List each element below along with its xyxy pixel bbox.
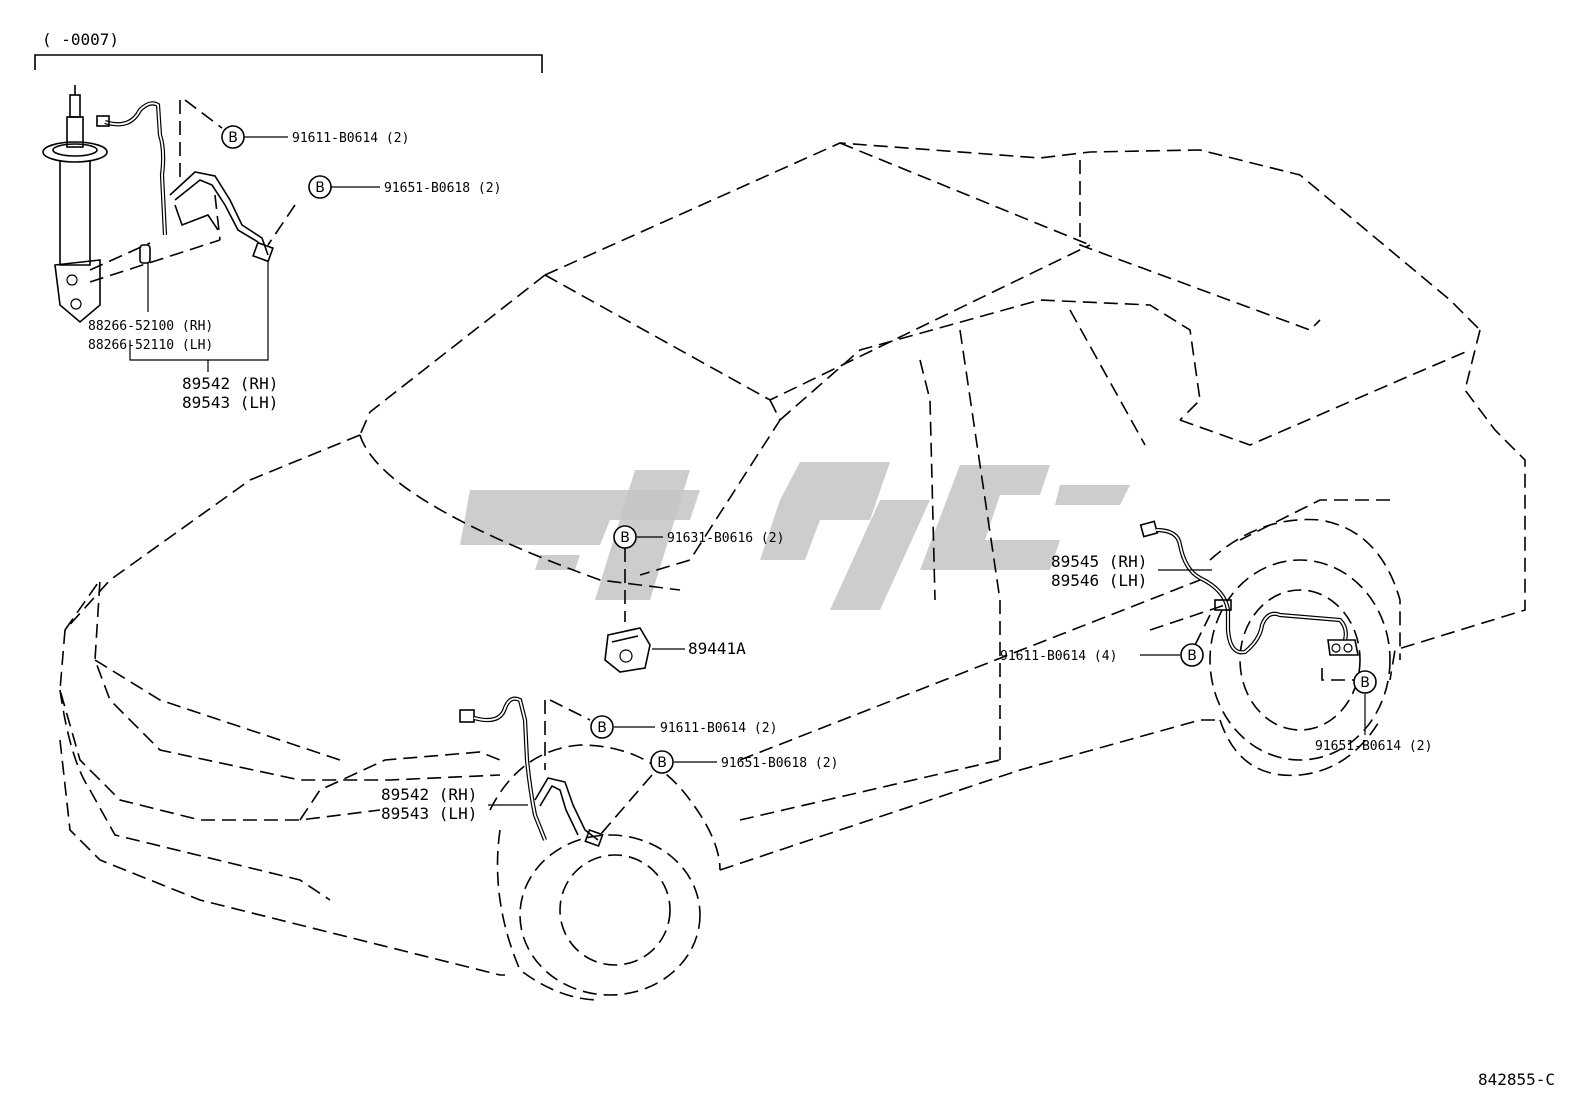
badge-rear-1: B bbox=[1180, 643, 1204, 667]
badge-front-2: B bbox=[650, 750, 674, 774]
front-sensor-harness bbox=[459, 696, 653, 848]
label-89543-front: 89543 (LH) bbox=[381, 804, 477, 823]
svg-text:B: B bbox=[597, 720, 607, 736]
svg-text:B: B bbox=[620, 530, 630, 546]
label-91651-front: 91651-B0618 (2) bbox=[721, 756, 838, 771]
label-91651-inset: 91651-B0618 (2) bbox=[384, 181, 501, 196]
svg-text:B: B bbox=[315, 180, 325, 196]
label-91611-inset: 91611-B0614 (2) bbox=[292, 131, 409, 146]
badge-inset-1: B bbox=[221, 125, 245, 149]
inset-group: ( -0007) bbox=[34, 30, 543, 412]
svg-text:B: B bbox=[657, 755, 667, 771]
svg-text:B: B bbox=[1187, 648, 1197, 664]
badge-front-1: B bbox=[590, 715, 614, 739]
label-89542-inset: 89542 (RH) bbox=[182, 374, 278, 393]
rear-sensor-harness bbox=[1139, 520, 1359, 681]
label-91651-rear: 91651-B0614 (2) bbox=[1315, 739, 1432, 754]
badge-rear-2: B bbox=[1353, 670, 1377, 694]
strut-assembly-drawing bbox=[42, 85, 108, 324]
label-91611-rear: 91611-B0614 (4) bbox=[1000, 649, 1117, 664]
label-88266-rh: 88266-52100 (RH) bbox=[88, 319, 213, 334]
badge-top: B bbox=[613, 525, 637, 549]
svg-text:B: B bbox=[1360, 675, 1370, 691]
label-89546-rear: 89546 (LH) bbox=[1051, 571, 1147, 590]
inset-bracket-label: ( -0007) bbox=[42, 30, 119, 49]
module-89441a-drawing bbox=[604, 548, 685, 673]
label-89542-front: 89542 (RH) bbox=[381, 785, 477, 804]
svg-text:B: B bbox=[228, 130, 238, 146]
watermark-logo bbox=[460, 462, 1130, 610]
label-91611-front: 91611-B0614 (2) bbox=[660, 721, 777, 736]
badge-inset-2: B bbox=[308, 175, 332, 199]
label-91631: 91631-B0616 (2) bbox=[667, 531, 784, 546]
label-88266-lh: 88266-52110 (LH) bbox=[88, 338, 213, 353]
inset-bracket bbox=[34, 54, 543, 73]
drawing-id: 842855-C bbox=[1478, 1070, 1555, 1089]
label-89545-rear: 89545 (RH) bbox=[1051, 552, 1147, 571]
label-89441a: 89441A bbox=[688, 639, 746, 658]
label-89543-inset: 89543 (LH) bbox=[182, 393, 278, 412]
inset-sensor-harness bbox=[96, 101, 274, 264]
car-outline bbox=[59, 142, 1526, 1001]
